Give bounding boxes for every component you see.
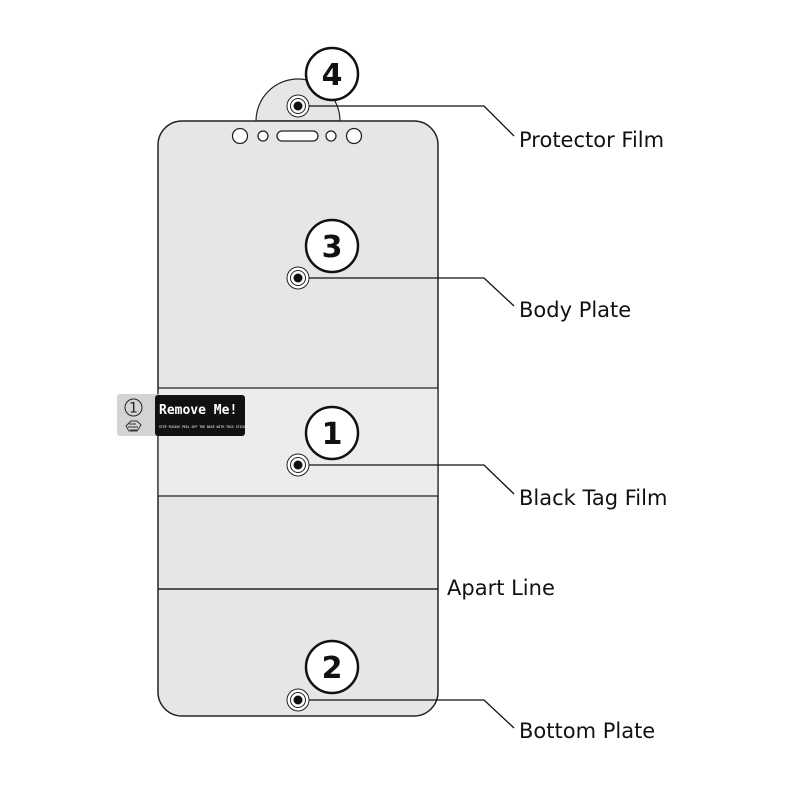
tag-step-circle <box>124 398 143 417</box>
bottom-plate-leader <box>298 699 515 729</box>
step-number-black-tag: 1 <box>322 417 343 452</box>
sensor-cutouts <box>231 127 363 145</box>
tag-title: Remove Me! <box>159 403 237 418</box>
earpiece-cutout <box>276 130 319 142</box>
tag-black-label <box>155 395 245 436</box>
leader-lines <box>298 105 515 729</box>
step-badge-protector: 4 <box>304 46 360 102</box>
target-dot-protector <box>286 94 310 118</box>
step-badge-body: 3 <box>304 218 360 274</box>
sensor-cutout-right <box>325 130 337 142</box>
label-black-tag-film: Black Tag Film <box>519 486 667 510</box>
label-protector-film: Protector Film <box>519 128 664 152</box>
tag-subtitle: STEP PLEASE PEEL OFF THE BASE WITH THIS … <box>159 425 249 429</box>
proximity-sensor-cutout <box>345 127 363 145</box>
step-badge-black-tag: 1 <box>304 405 360 461</box>
step-number-body: 3 <box>322 230 343 265</box>
tag-step-number: 1 <box>129 401 138 417</box>
target-dot-body <box>286 266 310 290</box>
step-number-protector: 4 <box>322 58 343 93</box>
peel-hand-icon <box>125 420 142 432</box>
black-tag-film-leader <box>298 464 515 495</box>
label-apart-line: Apart Line <box>447 576 555 600</box>
label-body-plate: Body Plate <box>519 298 631 322</box>
body-plate-leader <box>298 277 515 307</box>
step-number-bottom: 2 <box>322 651 343 686</box>
label-bottom-plate: Bottom Plate <box>519 719 655 743</box>
target-dot-bottom <box>286 688 310 712</box>
tag-holder <box>117 394 160 436</box>
target-dot-black-tag <box>286 453 310 477</box>
protector-film-leader <box>298 105 515 137</box>
remove-me-tag[interactable]: 1 Remove Me! STEP PLEASE PEEL OFF THE BA… <box>117 394 249 436</box>
front-camera-cutout <box>231 127 249 145</box>
step-badge-bottom: 2 <box>304 639 360 695</box>
sensor-cutout-left <box>257 130 269 142</box>
